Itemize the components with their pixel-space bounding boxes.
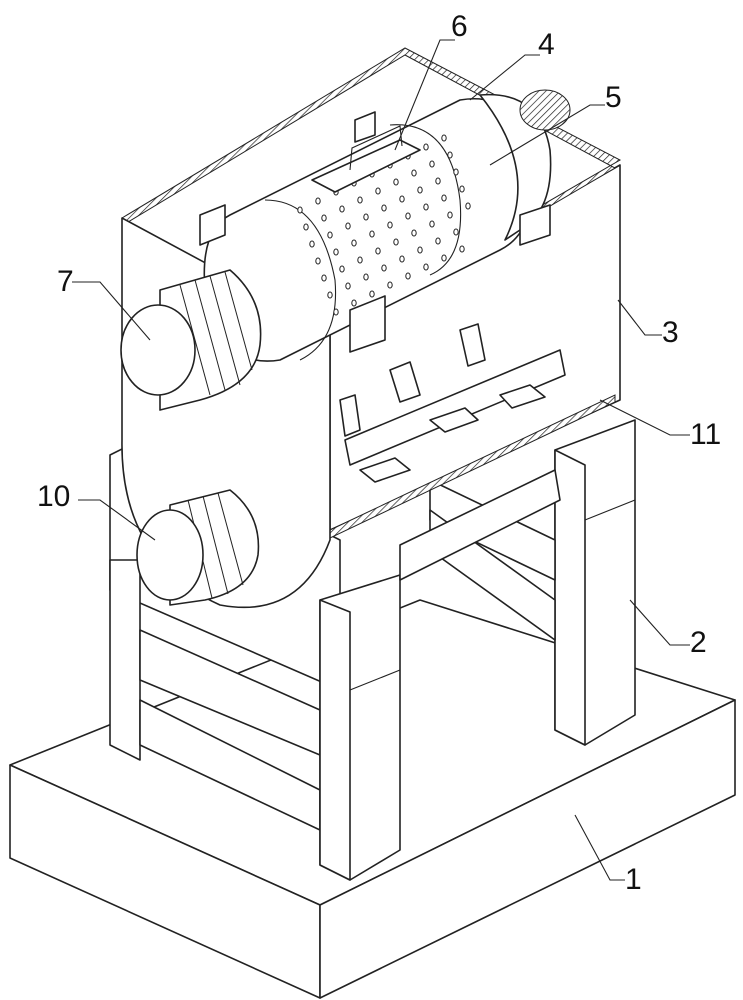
perforation-hole [424,264,428,270]
perforation-hole [334,309,338,315]
perforation-hole [322,215,326,221]
label-base: 1 [625,865,642,895]
perforation-hole [346,223,350,229]
perforation-hole [352,240,356,246]
perforation-hole [466,203,470,209]
perforation-hole [454,229,458,235]
perforation-hole [412,230,416,236]
perforation-hole [430,161,434,167]
perforation-hole [400,256,404,262]
label-screen-drum: 5 [605,83,622,113]
label-lower-motor: 10 [37,482,70,512]
perforation-hole [406,273,410,279]
perforation-hole [304,224,308,230]
label-feed-hatch: 6 [451,12,468,42]
label-stirring-shaft: 11 [690,420,721,450]
label-upper-motor: 7 [57,267,74,297]
perforation-hole [442,255,446,261]
perforation-hole [340,266,344,272]
perforation-hole [448,212,452,218]
perforation-hole [388,222,392,228]
perforation-hole [418,247,422,253]
perforation-hole [364,214,368,220]
perforation-hole [334,249,338,255]
perforation-hole [376,248,380,254]
perforation-hole [388,282,392,288]
perforation-hole [358,257,362,263]
perforation-hole [370,231,374,237]
perforation-hole [298,207,302,213]
perforation-hole [382,205,386,211]
perforation-hole [436,178,440,184]
perforation-hole [346,283,350,289]
label-drum-ring: 4 [538,30,555,60]
perforation-hole [400,196,404,202]
perforation-hole [340,206,344,212]
perforation-hole [316,258,320,264]
perforation-hole [310,241,314,247]
perforation-hole [406,213,410,219]
perforation-hole [358,197,362,203]
perforation-hole [436,238,440,244]
perforation-hole [364,274,368,280]
perforation-hole [442,195,446,201]
perforation-hole [424,204,428,210]
perforation-hole [394,239,398,245]
perforation-hole [412,170,416,176]
perforation-hole [316,198,320,204]
perforation-hole [454,169,458,175]
label-tank: 3 [662,318,679,348]
perforation-hole [328,292,332,298]
perforation-hole [382,265,386,271]
perforation-hole [430,221,434,227]
perforation-hole [394,179,398,185]
perforation-hole [424,144,428,150]
perforation-hole [370,291,374,297]
perforation-hole [448,152,452,158]
label-support-frame: 2 [690,628,707,658]
perforation-hole [418,187,422,193]
perforation-hole [328,232,332,238]
perforation-hole [352,300,356,306]
perforation-hole [376,188,380,194]
perforation-hole [322,275,326,281]
perforation-hole [460,186,464,192]
perforation-hole [460,246,464,252]
perforation-hole [442,135,446,141]
